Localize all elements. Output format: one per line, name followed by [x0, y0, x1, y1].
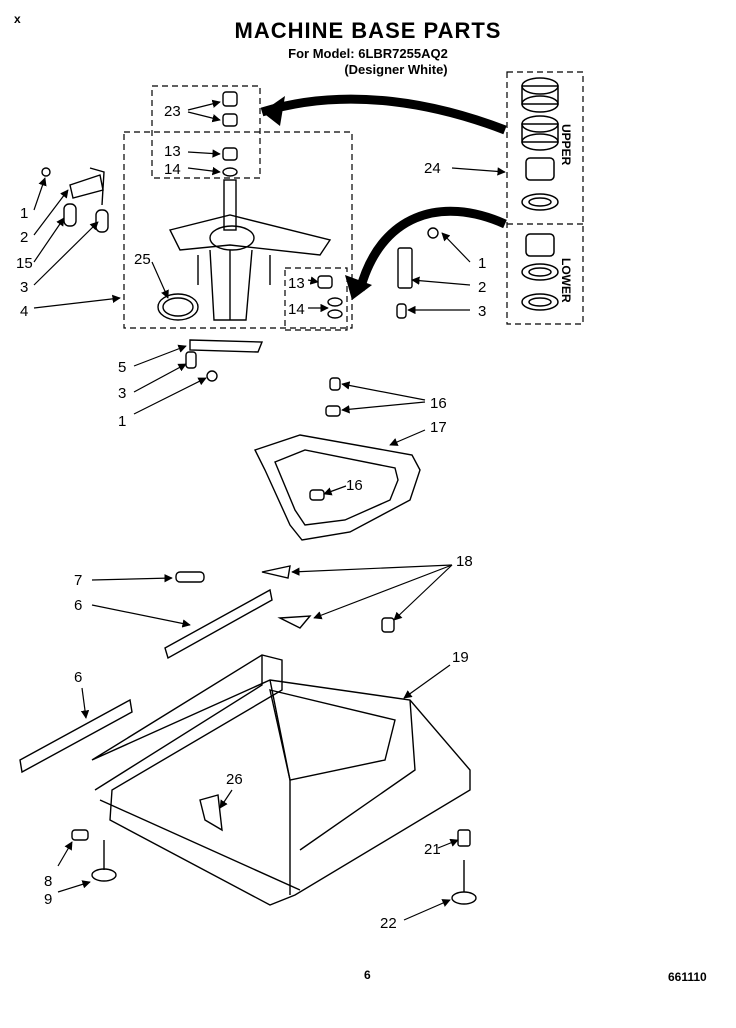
upper-label: UPPER	[559, 124, 573, 166]
callout-labels: 23 13 14 24 1 2 15 3 4 25 13 14 1 2 3 5 …	[16, 103, 486, 932]
callout: 7	[74, 572, 82, 589]
callout: 16	[430, 395, 447, 412]
corner-mark: x	[14, 12, 21, 26]
callout: 1	[20, 205, 28, 222]
callout: 2	[20, 229, 28, 246]
callout: 3	[20, 279, 28, 296]
callout: 4	[20, 303, 28, 320]
page-title: MACHINE BASE PARTS	[234, 18, 502, 43]
callout: 13	[288, 275, 305, 292]
mount-frame	[254, 377, 421, 541]
callout: 8	[44, 873, 52, 890]
callout: 14	[164, 161, 181, 178]
callout: 18	[456, 553, 473, 570]
right-hardware	[317, 227, 439, 319]
callout: 13	[164, 143, 181, 160]
callout: 19	[452, 649, 469, 666]
callout: 2	[478, 279, 486, 296]
callout: 26	[226, 771, 243, 788]
callout: 17	[430, 419, 447, 436]
model-line: For Model: 6LBR7255AQ2	[288, 46, 448, 61]
callout: 25	[134, 251, 151, 268]
callout: 15	[16, 255, 33, 272]
callout: 1	[118, 413, 126, 430]
callout: 6	[74, 597, 82, 614]
left-hardware	[41, 167, 264, 382]
callout: 5	[118, 359, 126, 376]
lower-bearing-box	[284, 267, 348, 331]
doc-code: 661110	[668, 970, 707, 984]
leader-lines	[33, 99, 506, 921]
transmission	[157, 91, 332, 321]
callout: 3	[118, 385, 126, 402]
callout: 3	[478, 303, 486, 320]
callout: 9	[44, 891, 52, 908]
upper-arrow	[260, 94, 507, 135]
callout: 24	[424, 160, 441, 177]
bearing-kit	[521, 77, 559, 311]
callout: 6	[74, 669, 82, 686]
page-number: 6	[364, 968, 371, 982]
base-frame	[19, 565, 477, 906]
color-line: (Designer White)	[344, 62, 448, 77]
callout: 23	[164, 103, 181, 120]
callout: 14	[288, 301, 305, 318]
callout: 1	[478, 255, 486, 272]
bearing-kit-box	[506, 71, 584, 325]
callout: 21	[424, 841, 441, 858]
callout: 22	[380, 915, 397, 932]
callout: 16	[346, 477, 363, 494]
transmission-box	[123, 131, 353, 329]
lower-label: LOWER	[559, 258, 573, 303]
lower-arrow	[355, 206, 507, 292]
